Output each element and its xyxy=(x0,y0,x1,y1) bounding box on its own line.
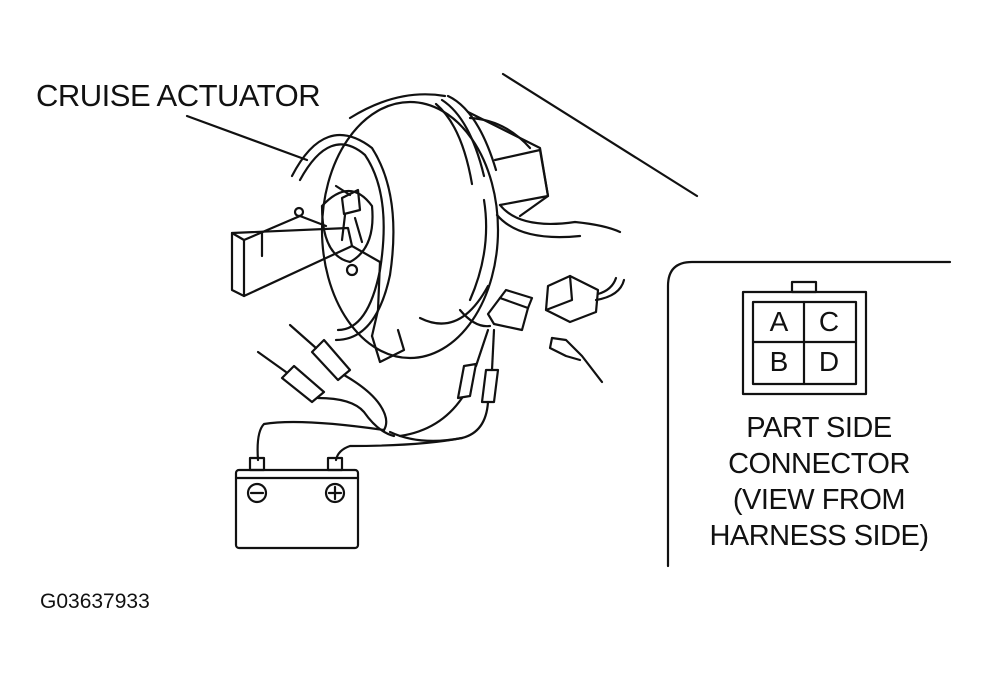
cruise-actuator xyxy=(230,93,622,364)
label-leader-line xyxy=(185,114,309,162)
caption-line: CONNECTOR xyxy=(728,448,910,480)
battery-negative-icon xyxy=(246,482,268,504)
pin-a-label: A xyxy=(769,306,789,337)
pin-b-label: B xyxy=(769,346,789,377)
panel-edge-line xyxy=(501,72,699,198)
connector-view-panel xyxy=(666,260,952,568)
battery-positive-icon xyxy=(324,482,346,504)
connector-caption: PART SIDE CONNECTOR (VIEW FROM HARNESS S… xyxy=(688,410,950,554)
harness-connectors xyxy=(458,274,626,384)
pin-c-label: C xyxy=(818,306,840,337)
test-leads xyxy=(256,323,500,462)
cruise-actuator-label: CRUISE ACTUATOR xyxy=(36,78,321,113)
battery xyxy=(234,456,360,550)
caption-line: PART SIDE xyxy=(746,412,892,444)
caption-line: (VIEW FROM xyxy=(732,484,906,516)
pin-d-label: D xyxy=(818,346,840,377)
caption-line: HARNESS SIDE) xyxy=(709,520,929,552)
figure-code: G03637933 xyxy=(40,590,150,613)
